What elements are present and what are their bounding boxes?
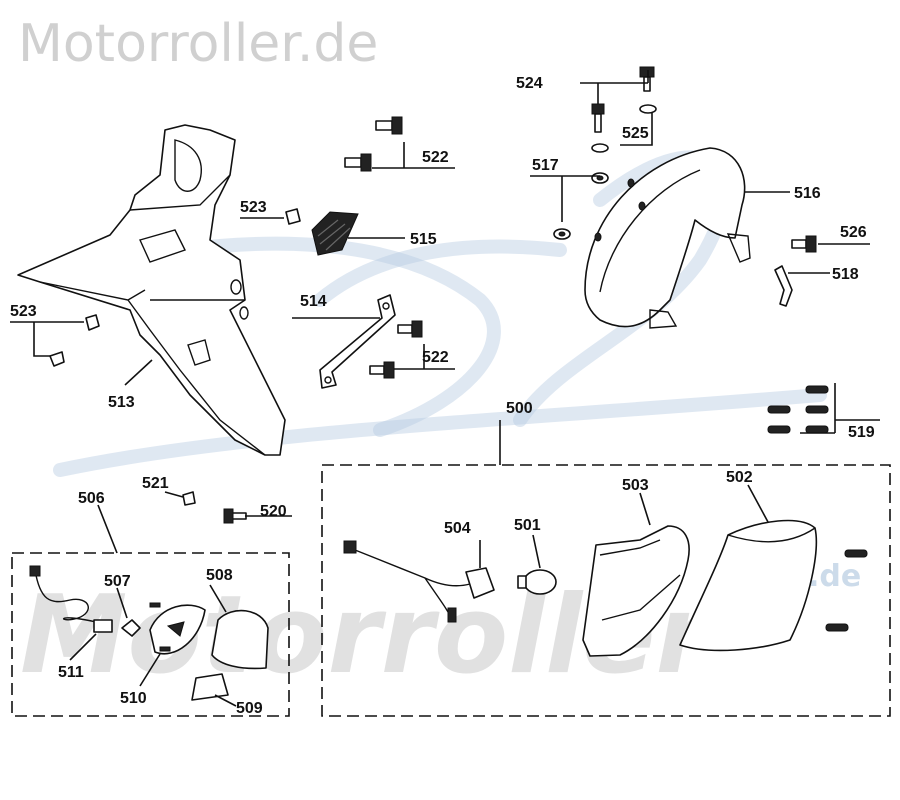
bulb-501: [523, 569, 557, 595]
reflector-515: [311, 211, 359, 256]
clip-518: [774, 265, 793, 307]
group-box-506: [11, 552, 290, 717]
callout-519: 519: [848, 424, 875, 441]
watermark-suffix: .de: [808, 559, 861, 594]
callout-509: 509: [236, 700, 263, 717]
watermark-swoosh: [53, 388, 827, 477]
callout-513: 513: [108, 394, 135, 411]
callout-522-lower: 522: [422, 349, 449, 366]
callout-523-upper: 523: [240, 199, 267, 216]
callout-525: 525: [622, 125, 649, 142]
callout-510: 510: [120, 690, 147, 707]
cover-508: [211, 609, 269, 670]
watermark-swoosh: [173, 236, 501, 437]
callout-516: 516: [794, 185, 821, 202]
bolt-526: [791, 235, 817, 253]
wire-connector: [29, 565, 41, 577]
callout-503: 503: [622, 477, 649, 494]
socket-504: [465, 567, 495, 599]
license-lamp-assembly: [29, 565, 269, 701]
watermark-swoosh: [313, 239, 567, 307]
nut-523-left: [49, 314, 100, 367]
tail-light-assembly: [343, 519, 868, 657]
callout-518: 518: [832, 266, 859, 283]
socket-511: [93, 619, 113, 633]
callout-521: 521: [142, 475, 169, 492]
fender-516: [584, 147, 751, 329]
callout-500: 500: [506, 400, 533, 417]
leader-lines: [10, 70, 880, 707]
lens-509: [191, 673, 229, 701]
screw-520: [223, 508, 247, 524]
callout-517: 517: [532, 157, 559, 174]
wire-511: [34, 569, 97, 623]
callout-522-upper: 522: [422, 149, 449, 166]
nut-521: [182, 491, 196, 506]
reflector-503: [582, 525, 690, 657]
callout-labels: 524 525 517 522 523 515 514 522 523 513 …: [10, 75, 875, 717]
callout-524: 524: [516, 75, 543, 92]
screws-519: [767, 385, 829, 434]
callout-507: 507: [104, 573, 131, 590]
callout-511: 511: [58, 664, 84, 681]
callout-515: 515: [410, 231, 437, 248]
bolt-522-lower: [369, 320, 423, 379]
fasteners-524-525-517: [553, 66, 657, 240]
callout-508: 508: [206, 567, 233, 584]
callout-504: 504: [444, 520, 471, 537]
wire-harness: [349, 547, 471, 587]
callout-514: 514: [300, 293, 327, 310]
callout-523-left: 523: [10, 303, 37, 320]
rear-fender-513: [17, 124, 286, 456]
callout-520: 520: [260, 503, 287, 520]
callout-526: 526: [840, 224, 867, 241]
bulb-507: [121, 619, 141, 637]
group-box-500: [321, 464, 891, 717]
license-bracket-514: [319, 294, 396, 389]
callout-506: 506: [78, 490, 105, 507]
site-logo: Motorroller.de: [18, 14, 379, 74]
bolt-522-upper: [344, 116, 403, 172]
nut-523-upper: [285, 208, 301, 225]
callout-501: 501: [514, 517, 541, 534]
callout-502: 502: [726, 469, 753, 486]
